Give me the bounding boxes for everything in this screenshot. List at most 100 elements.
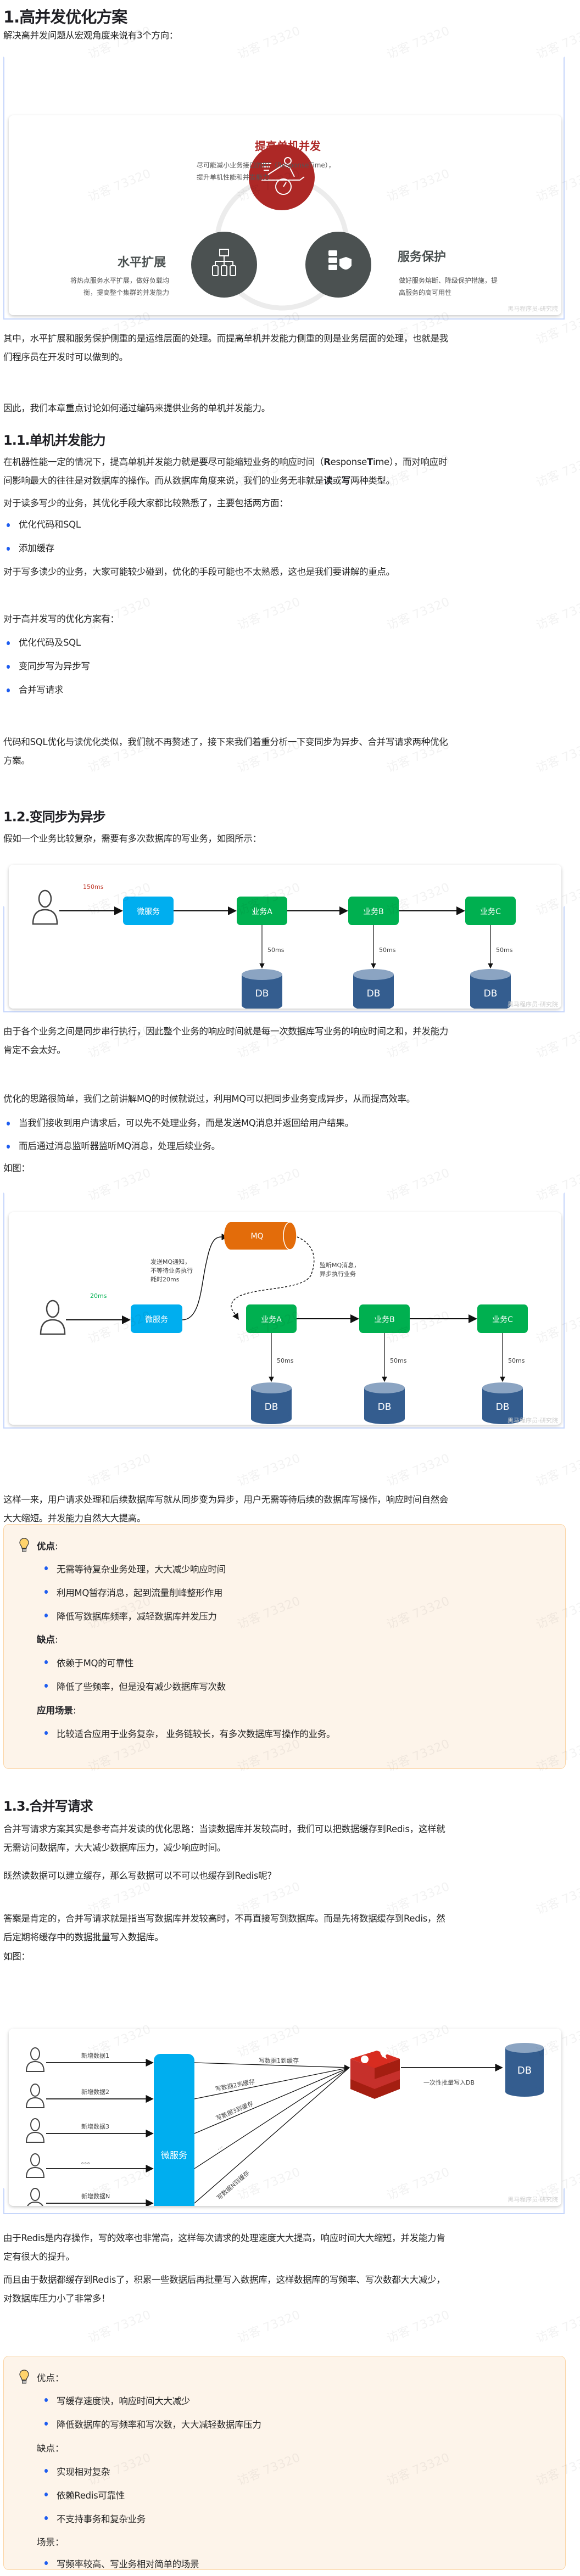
bullet-icon (7, 547, 10, 551)
send-mq-arrow (182, 1233, 228, 1320)
list-item: 优化代码及SQL (7, 636, 81, 650)
text-line: 在机器性能一定的情况下，提高单机并发能力就是要尽可能缩短业务的响应时间（Resp… (3, 453, 558, 472)
async-diagram-svg: 20ms 微服务 MQ 发送MQ通知， 不等待业务执行 耗时20ms 监听MQ消… (40, 1222, 558, 1424)
right-desc-line: 做好服务熔断、降级保护措施，提 (399, 277, 498, 284)
business-label: 业务A (252, 908, 272, 916)
bullet-icon (44, 2422, 48, 2426)
db-label: DB (265, 1402, 278, 1413)
bullet-icon (44, 1684, 48, 1688)
business-label: 业务B (363, 908, 384, 916)
cache-write-label: 写数据1到缓存 (259, 2057, 299, 2064)
business-label: 业务C (480, 908, 501, 916)
text-line: 定有很大的提升。 (3, 2252, 75, 2262)
page-title: 1.高并发优化方案 (3, 8, 127, 26)
bullet-icon (44, 2469, 48, 2473)
db-time-label: 50ms (508, 1357, 525, 1364)
db-label: DB (378, 1402, 392, 1413)
para-merge-idea: 合并写请求方案其实是参考高并发读的优化思路：当读数据库并发较高时，我们可以把数据… (3, 1820, 558, 1857)
watermark-text: 访客 73320 (235, 1452, 303, 1489)
db-label: DB (496, 1402, 510, 1413)
business-box (359, 1304, 410, 1333)
add-data-label: 。。。 (81, 2158, 93, 2165)
list-item: 降低数据库的写频率和写次数，大大减轻数据库压力 (44, 2417, 261, 2431)
mq-label: MQ (250, 1232, 263, 1241)
para-sync-problem: 由于各个业务之间是同步串行执行，因此整个业务的响应时间就是每一次数据库写业务的响… (3, 1022, 558, 1060)
mq-cylinder (224, 1222, 297, 1250)
microservice-bar (154, 2054, 194, 2206)
microservice-box (131, 1304, 182, 1333)
db-cylinder-bottom (482, 1413, 523, 1424)
right-desc-line: 高服务的高可用性 (399, 289, 452, 296)
business-label: 业务C (492, 1315, 513, 1324)
add-data-label: 新增数据3 (81, 2123, 109, 2130)
watermark-text: 访客 73320 (384, 1452, 452, 1489)
list-item: 利用MQ暂存消息，起到流量削峰整形作用 (44, 1586, 222, 1599)
text-line: 无需访问数据库，大大减少数据库压力，减少响应时间。 (3, 1843, 226, 1853)
para-complex-business: 假如一个业务比较复杂，需要有多次数据库的写业务，如图所示： (3, 833, 261, 844)
lightbulb-icon (19, 1538, 29, 1552)
watermark-text: 访客 73320 (534, 1452, 580, 1489)
bullet-icon (7, 665, 10, 669)
user-icon (25, 2118, 45, 2143)
bullet-icon (44, 2516, 48, 2520)
scene-label: 场景： (37, 2537, 64, 2547)
gray-circle-right (305, 232, 371, 298)
list-item: 不支持事务和复杂业务 (44, 2512, 146, 2525)
text-line: 们程序员在开发时可以做到的。 (3, 352, 128, 362)
top-title: 提高单机并发 (255, 139, 321, 153)
send-note-line: 耗时20ms (150, 1276, 180, 1283)
list-item: 降低写数据库频率，减轻数据库并发压力 (44, 1609, 217, 1622)
add-data-label: 新增数据N (81, 2192, 110, 2200)
list-item-text: 比较适合应用于业务复杂， 业务链较长，有多次数据库写操作的业务。 (57, 1729, 336, 1739)
list-item-text: 优化代码和SQL (19, 519, 81, 530)
para-answer: 答案是肯定的，合并写请求就是指当写数据库并发较高时，不再直接写到数据库。而是先将… (3, 1909, 558, 1947)
cons-label-text: 缺点 (37, 1634, 55, 1645)
image-frame (3, 57, 565, 320)
bullet-icon (44, 2561, 48, 2565)
bold-R: R (324, 457, 331, 467)
user-icon (40, 1300, 66, 1335)
cache-write-line (194, 2067, 350, 2099)
db-cylinder-top (251, 1382, 292, 1393)
db-cylinder-top (482, 1382, 523, 1393)
send-note: 发送MQ通知， 不等待业务执行 耗时20ms (150, 1258, 195, 1283)
db-cylinder-bottom (364, 1413, 405, 1424)
left-title: 水平扩展 (118, 256, 166, 270)
db-label: DB (517, 2065, 532, 2076)
business-box (465, 897, 516, 925)
image-frame (3, 1192, 565, 1429)
top-desc-line: 提升单机性能和并发能力 (197, 173, 270, 181)
bullet-icon (44, 1731, 48, 1735)
db-cylinder (505, 2043, 544, 2097)
user-icon (32, 889, 58, 925)
listen-note: 监听MQ消息， 异步执行业务 (320, 1261, 362, 1278)
top-desc: 尽可能减小业务接口的RT（ResponseTime）， 提升单机性能和并发能力 (197, 159, 335, 183)
business-box (246, 1304, 297, 1333)
cons-label: 缺点: (37, 1634, 58, 1645)
text-line: 由于Redis是内存操作，写的效率也非常高，这样每次请求的处理速度大大提高，响应… (3, 2233, 445, 2243)
text-line: 大大缩短。并发能力自然大大提高。 (3, 1513, 146, 1524)
text-line: 对数据库压力小了非常多！ (3, 2293, 110, 2304)
text-line: 而且由于数据都缓存到Redis了，积累一些数据后再批量写入数据库，这样数据库的写… (3, 2275, 445, 2285)
network-icon (212, 249, 236, 276)
db-time-label: 50ms (379, 947, 396, 954)
para-async-result: 这样一来，用户请求处理和后续数据库写就从同步变为异步，用户无需等待后续的数据库写… (3, 1491, 558, 1528)
send-note-line: 不等待业务执行 (150, 1267, 193, 1274)
list-item-text: 变同步写为异步写 (19, 661, 90, 671)
section-title-1-2: 1.2.变同步为异步 (3, 809, 106, 825)
image-frame (3, 906, 565, 1012)
cache-write-line (194, 2067, 350, 2169)
bullet-icon (7, 641, 10, 645)
db-label: DB (255, 988, 269, 999)
db-time-label: 50ms (267, 947, 285, 954)
para-question: 既然读数据可以建立缓存，那么写数据可以不可以也缓存到Redis呢？ (3, 1871, 276, 1881)
bullet-icon (44, 1614, 48, 1617)
bullet-icon (7, 523, 10, 527)
list-item-text: 写频率较高、写业务相对简单的场景 (57, 2559, 199, 2569)
bullet-icon (44, 2493, 48, 2496)
watermark-text: 访客 73320 (235, 2308, 303, 2346)
